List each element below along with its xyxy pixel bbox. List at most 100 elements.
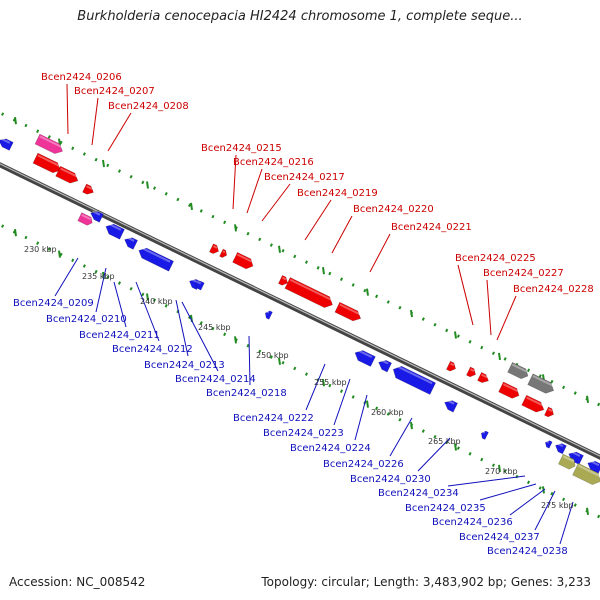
forward-gene-arrow bbox=[498, 381, 520, 399]
genome-summary: Topology: circular; Length: 3,483,902 bp… bbox=[261, 575, 591, 589]
gene-shape bbox=[544, 440, 553, 449]
tick-mark bbox=[322, 379, 325, 387]
rna-feature bbox=[527, 373, 555, 394]
forward-gene-arrow bbox=[521, 394, 545, 413]
gene-shape bbox=[444, 400, 458, 413]
forward-gene-arrow bbox=[477, 371, 489, 383]
gene-highlight bbox=[196, 280, 202, 285]
accession-value: NC_008542 bbox=[76, 575, 146, 589]
reverse-label-leader bbox=[354, 394, 368, 441]
forward-gene-arrow bbox=[209, 243, 219, 254]
gene-shape bbox=[219, 248, 228, 258]
gene-shape bbox=[568, 451, 584, 465]
tick-mark bbox=[498, 464, 501, 473]
tick-mark bbox=[366, 400, 369, 408]
reverse-gene-arrow bbox=[587, 459, 600, 475]
scale-label: 265 kbp bbox=[428, 437, 461, 446]
forward-gene-label: Bcen2424_0219 bbox=[297, 188, 378, 199]
gene-shape bbox=[378, 360, 392, 373]
gene-highlight bbox=[222, 250, 226, 254]
gene-highlight bbox=[191, 278, 198, 283]
reverse-gene-arrow bbox=[378, 359, 392, 373]
gene-shape bbox=[77, 212, 93, 226]
gene-shape bbox=[284, 277, 333, 308]
gene-shape bbox=[555, 443, 567, 455]
forward-gene-label: Bcen2424_0208 bbox=[108, 101, 189, 112]
label-leader-lines bbox=[54, 83, 574, 545]
reverse-gene-label: Bcen2424_0214 bbox=[175, 374, 256, 385]
reverse-gene-label: Bcen2424_0210 bbox=[46, 314, 127, 325]
gene-shape bbox=[124, 237, 138, 250]
gene-shape bbox=[278, 275, 288, 286]
forward-gene-label: Bcen2424_0227 bbox=[483, 268, 564, 279]
gene-shape bbox=[32, 152, 61, 174]
reverse-label-leader bbox=[333, 378, 351, 426]
forward-gene-label: Bcen2424_0220 bbox=[353, 204, 434, 215]
forward-gene-label: Bcen2424_0221 bbox=[391, 222, 472, 233]
tick-mark bbox=[586, 507, 589, 515]
reverse-gene-arrow bbox=[0, 137, 14, 151]
gene-highlight bbox=[92, 210, 101, 216]
forward-gene-arrow bbox=[219, 248, 228, 258]
tick-mark bbox=[102, 159, 105, 168]
gene-highlight bbox=[81, 213, 92, 221]
gene-highlight bbox=[577, 464, 600, 477]
other-feature bbox=[572, 462, 600, 485]
chromosome-backbone bbox=[0, 162, 600, 460]
gene-shape bbox=[572, 462, 600, 485]
tick-mark bbox=[190, 202, 193, 211]
gene-highlight bbox=[212, 245, 218, 249]
reverse-gene-label: Bcen2424_0212 bbox=[112, 344, 193, 355]
gene-shape bbox=[446, 360, 456, 372]
gene-highlight bbox=[395, 364, 433, 385]
tick-mark bbox=[14, 229, 17, 237]
accession-text: Accession: NC_008542 bbox=[9, 575, 145, 589]
forward-label-leader bbox=[304, 199, 332, 241]
gene-shape bbox=[527, 373, 555, 394]
reverse-gene-arrow bbox=[90, 210, 104, 223]
forward-gene-arrow bbox=[232, 251, 254, 270]
reverse-gene-label: Bcen2424_0226 bbox=[323, 459, 404, 470]
forward-gene-label: Bcen2424_0225 bbox=[455, 253, 536, 264]
reverse-gene-label: Bcen2424_0234 bbox=[378, 488, 459, 499]
tick-mark bbox=[454, 443, 457, 451]
gene-shape bbox=[587, 460, 600, 475]
gene-shape bbox=[507, 361, 529, 380]
forward-label-leader bbox=[496, 295, 517, 341]
reverse-gene-arrow bbox=[264, 310, 273, 320]
reverse-label-leader bbox=[389, 417, 413, 457]
gene-highlight bbox=[107, 222, 122, 231]
reverse-gene-arrow bbox=[555, 442, 567, 455]
gene-labels: Bcen2424_0206Bcen2424_0207Bcen2424_0208B… bbox=[13, 72, 594, 557]
forward-label-leader bbox=[91, 97, 99, 146]
tick-mark bbox=[234, 224, 237, 232]
reverse-label-leader bbox=[417, 437, 451, 472]
forward-label-leader bbox=[107, 112, 132, 152]
tick-mark bbox=[14, 117, 17, 125]
forward-label-leader bbox=[232, 154, 237, 210]
reverse-label-leader bbox=[509, 488, 546, 516]
forward-gene-arrow bbox=[446, 360, 456, 372]
tick-mark bbox=[278, 357, 281, 365]
reverse-gene-label: Bcen2424_0213 bbox=[144, 360, 225, 371]
tick-mark bbox=[146, 181, 149, 189]
gene-shape bbox=[334, 301, 362, 322]
forward-gene-arrow bbox=[466, 366, 476, 378]
reverse-gene-arrow bbox=[392, 364, 437, 395]
reverse-gene-label: Bcen2424_0235 bbox=[405, 503, 486, 514]
forward-label-leader bbox=[331, 215, 353, 254]
forward-label-leader bbox=[457, 264, 474, 326]
gene-highlight bbox=[532, 375, 554, 387]
scale-label: 245 kbp bbox=[198, 323, 231, 332]
gene-highlight bbox=[526, 396, 544, 407]
tick-mark bbox=[454, 331, 457, 339]
reverse-label-leader bbox=[447, 475, 526, 487]
reverse-gene-arrow bbox=[354, 349, 376, 367]
gene-highlight bbox=[512, 363, 528, 373]
gene-highlight bbox=[557, 442, 564, 448]
gene-highlight bbox=[589, 459, 600, 467]
reverse-label-leader bbox=[135, 281, 160, 342]
gene-shape bbox=[138, 247, 174, 272]
reverse-gene-label: Bcen2424_0224 bbox=[290, 443, 371, 454]
gene-highlight bbox=[503, 383, 519, 393]
